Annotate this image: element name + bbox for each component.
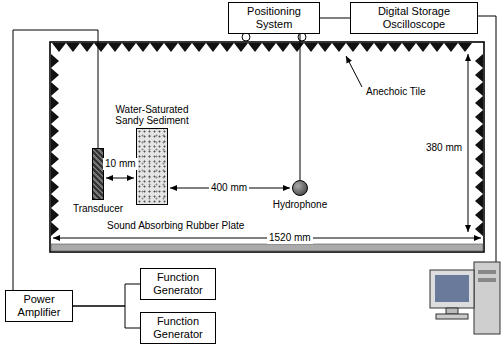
hydrophone: Hydrophone xyxy=(292,180,308,196)
part-label: Transducer xyxy=(58,203,138,214)
positioning-box: Positioning System xyxy=(228,2,320,34)
signal-wire xyxy=(478,16,496,262)
dimension-label: 380 mm xyxy=(424,142,464,154)
box-text: Power Amplifier xyxy=(10,293,68,319)
part-label: Water-Saturated Sandy Sediment xyxy=(104,104,200,126)
anechoic-tiles xyxy=(51,43,483,236)
connector-wire xyxy=(300,34,301,180)
part-label: Anechoic Tile xyxy=(364,86,427,98)
water-tank xyxy=(50,42,484,252)
connector-wire xyxy=(73,284,140,306)
box-text: Function Generator xyxy=(145,271,211,297)
connector-wire xyxy=(13,30,98,290)
dimension-label: 10 mm xyxy=(103,158,138,170)
generator-box: Function Generator xyxy=(140,312,216,344)
rubber-plate xyxy=(51,244,483,251)
box-text: Digital Storage Oscilloscope xyxy=(355,5,473,31)
part-label: Sound Absorbing Rubber Plate xyxy=(105,220,246,232)
box-text: Positioning System xyxy=(233,5,315,31)
connector-wire xyxy=(320,18,350,19)
dimension-label: 400 mm xyxy=(209,182,249,194)
carriage-wheel xyxy=(242,33,250,41)
leader-line xyxy=(346,56,362,87)
dimension-arrow xyxy=(106,178,134,179)
carriage-wheel xyxy=(298,33,306,41)
dimension-arrow xyxy=(468,54,469,232)
amplifier-box: Power Amplifier xyxy=(5,290,73,322)
connector-wire xyxy=(73,306,140,328)
transducer: Transducer xyxy=(92,148,104,200)
part-label: Hydrophone xyxy=(260,199,340,210)
generator-box: Function Generator xyxy=(140,268,216,300)
dimension-label: 1520 mm xyxy=(267,232,313,244)
computer-icon xyxy=(430,262,500,334)
sediment-block: Water-Saturated Sandy Sediment xyxy=(136,128,168,205)
box-text: Function Generator xyxy=(145,315,211,341)
oscilloscope-box: Digital Storage Oscilloscope xyxy=(350,2,478,34)
